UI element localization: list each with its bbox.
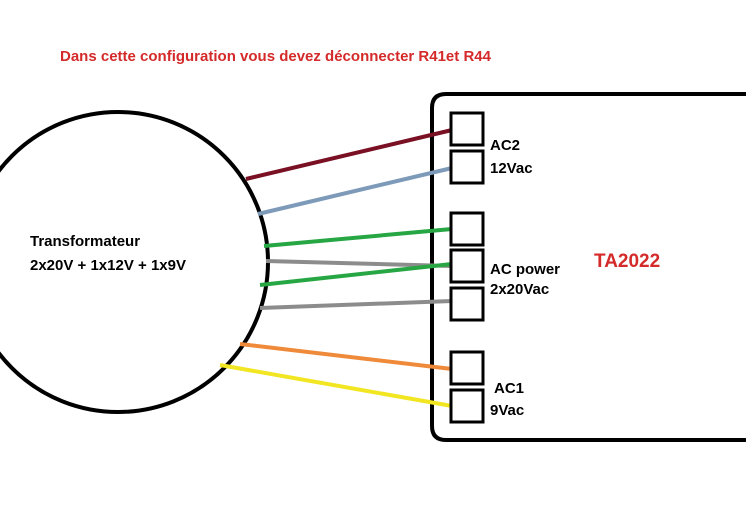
ac1-wire-2 <box>219 363 453 408</box>
ac1-label: AC1 <box>494 380 524 397</box>
terminal-ac1-2 <box>449 388 485 424</box>
acpower-wire-gray-2 <box>259 299 453 310</box>
ac1-wire-1 <box>239 342 453 371</box>
board-name: TA2022 <box>594 251 660 272</box>
transformer-name: Transformateur <box>30 233 140 250</box>
acpower-wire-gray-1 <box>265 259 453 268</box>
terminal-acpower-3 <box>449 286 485 322</box>
transformer-spec: 2x20V + 1x12V + 1x9V <box>30 257 186 274</box>
ac2-wire-1 <box>245 128 453 181</box>
acpower-sublabel: 2x20Vac <box>490 281 549 298</box>
terminal-ac2-2 <box>449 149 485 185</box>
ac2-sublabel: 12Vac <box>490 160 533 177</box>
terminal-acpower-2 <box>449 248 485 284</box>
terminal-acpower-1 <box>449 211 485 247</box>
ac1-sublabel: 9Vac <box>490 402 524 419</box>
config-note: Dans cette configuration vous devez déco… <box>60 48 492 65</box>
acpower-wire-green-1 <box>263 227 453 248</box>
terminal-ac1-1 <box>449 350 485 386</box>
ac2-wire-2 <box>257 166 453 216</box>
acpower-label: AC power <box>490 261 560 278</box>
acpower-wire-green-2 <box>259 262 453 287</box>
ac2-label: AC2 <box>490 137 520 154</box>
terminal-ac2-1 <box>449 111 485 147</box>
